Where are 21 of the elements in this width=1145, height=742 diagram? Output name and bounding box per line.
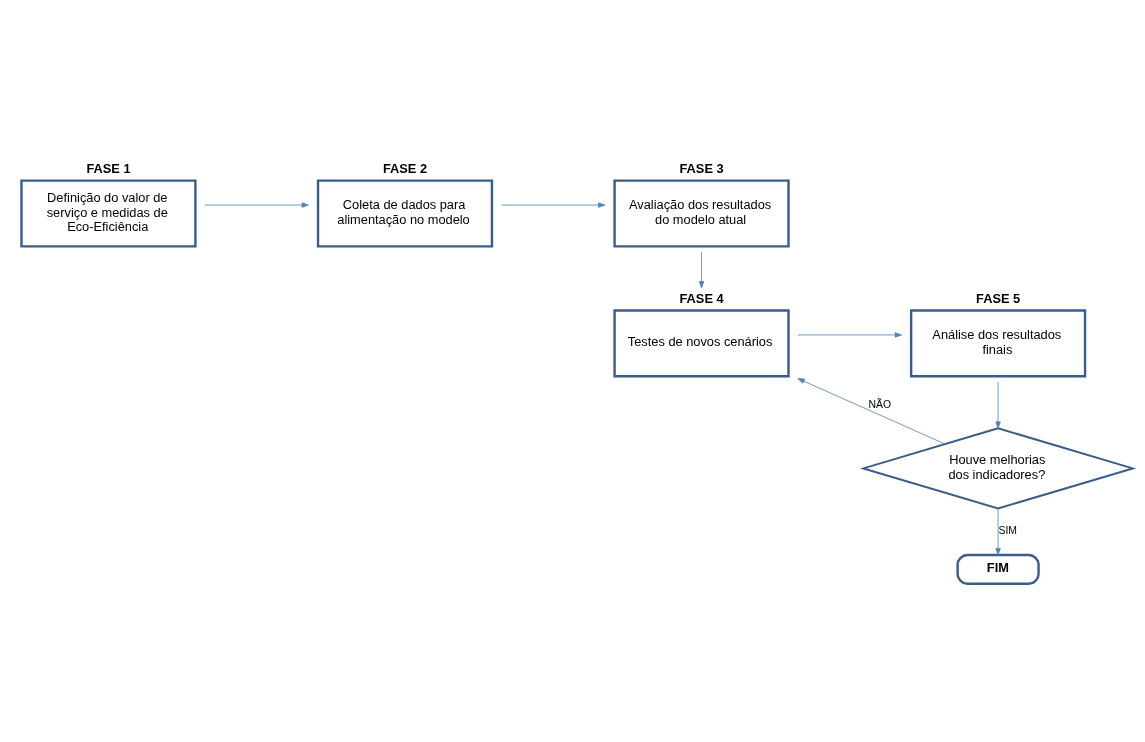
node-box: FIM: [956, 553, 1040, 585]
node-box: Testes de novos cenários: [613, 309, 790, 378]
arrow: [204, 202, 309, 208]
node-label: FASE 3: [679, 160, 724, 176]
edge-label: NÃO: [868, 398, 892, 410]
node-label: FASE 1: [86, 160, 131, 176]
node-box: Análise dos resultados finais: [909, 309, 1087, 378]
node-diamond: Houve melhorias dos indicadores?: [859, 427, 1137, 510]
arrow: [995, 381, 1001, 429]
arrow: [797, 332, 902, 338]
node-box: Avaliação dos resultados do modelo atual: [613, 179, 790, 248]
node-box: Coleta de dados para alimentação no modelo: [316, 179, 494, 248]
node-label: FASE 4: [679, 290, 724, 306]
edge-label: SIM: [998, 525, 1017, 537]
arrow: [797, 378, 946, 445]
node-box: Definição do valor de serviço e medidas de Eco-Eficiência: [20, 179, 197, 248]
node-label: FASE 5: [976, 290, 1021, 306]
arrow: [501, 202, 606, 208]
arrow: [995, 508, 1001, 556]
node-label: FASE 2: [382, 160, 428, 176]
arrow: [698, 251, 705, 289]
